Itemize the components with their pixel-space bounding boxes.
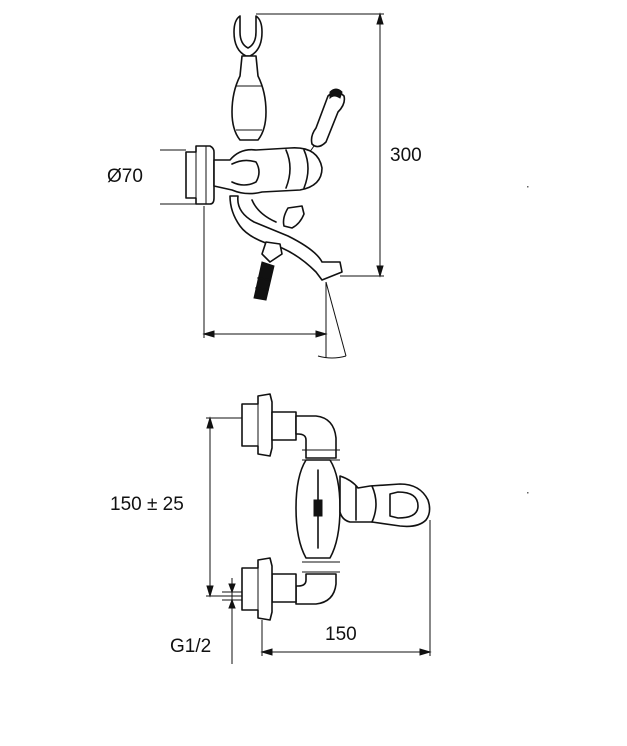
side-view: [160, 12, 384, 359]
hose-connector: [261, 241, 283, 263]
lever-handle: [310, 91, 346, 148]
spout: [229, 195, 343, 281]
speck: [527, 492, 529, 494]
wall-flange: [185, 145, 215, 205]
diverter-knob: [282, 205, 305, 229]
depth-label: 150: [325, 624, 357, 645]
shower-handle: [231, 55, 267, 141]
thread-label: G1/2: [170, 636, 211, 657]
height-label: 300: [390, 145, 422, 166]
hose: [253, 261, 275, 301]
upper-elbow: [295, 415, 337, 459]
shower-hook: [233, 15, 263, 57]
speck: [527, 186, 529, 188]
front-view: [206, 393, 432, 664]
centers-label: 150 ± 25: [110, 494, 184, 515]
front-knob: [389, 491, 419, 519]
mixer-body: [213, 147, 323, 195]
lower-inlet: [241, 557, 273, 621]
lower-elbow: [295, 573, 337, 605]
upper-inlet: [241, 393, 273, 457]
diameter-label: Ø70: [107, 166, 143, 187]
